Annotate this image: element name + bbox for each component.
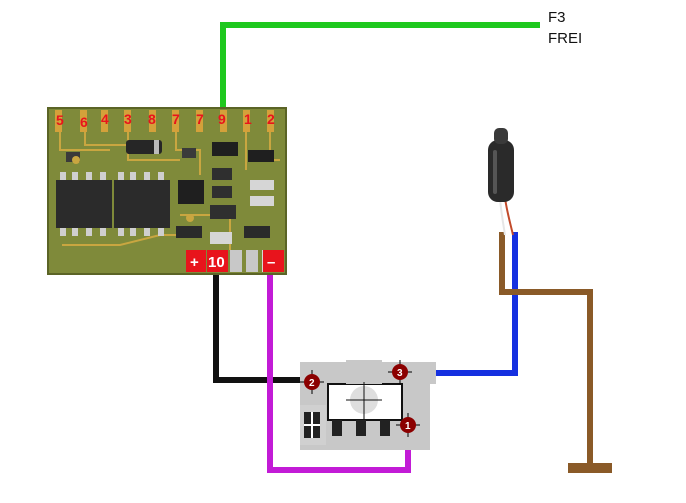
blue-wire xyxy=(412,232,518,376)
regulator-pin-2-label: 2 xyxy=(309,378,315,389)
pin-label-1: 1 xyxy=(244,111,252,127)
ten-label: 10 xyxy=(208,254,225,271)
capacitor-body xyxy=(488,140,514,202)
ic-chip-1-legs xyxy=(60,172,106,236)
pin-label-7b: 7 xyxy=(196,111,204,127)
annotation-frei: FREI xyxy=(548,30,582,47)
minus-label-bg xyxy=(263,250,284,272)
green-wire xyxy=(220,22,540,122)
regulator-legs xyxy=(332,420,390,436)
ic-chip-2 xyxy=(114,180,170,228)
diode-band xyxy=(154,140,159,154)
capacitor-highlight xyxy=(493,150,497,194)
pin-label-2: 2 xyxy=(267,111,275,127)
pin-label-7a: 7 xyxy=(172,111,180,127)
decoder-board: 5 6 4 3 8 7 7 9 1 2 + 10 – xyxy=(47,107,287,275)
ic-chip-2-legs xyxy=(118,172,164,236)
pin-label-5: 5 xyxy=(56,112,64,128)
regulator-pin-1: 1 xyxy=(396,413,420,437)
decoder-pcb-edge xyxy=(47,107,287,275)
top-pads xyxy=(55,110,274,132)
plus-label-bg xyxy=(186,250,206,272)
pin-label-9: 9 xyxy=(218,111,226,127)
ground-symbol xyxy=(568,463,612,473)
diode xyxy=(126,140,162,154)
pin-label-3: 3 xyxy=(124,111,132,127)
regulator-tab xyxy=(346,360,382,384)
capacitor-lead-white xyxy=(499,197,506,236)
voltage-regulator: 2 3 1 xyxy=(300,360,436,450)
regulator-pin-2: 2 xyxy=(300,370,324,394)
black-wire xyxy=(213,274,305,383)
annotation-f3: F3 xyxy=(548,9,566,26)
smd-components xyxy=(66,142,274,244)
capacitor-sleeve xyxy=(494,128,508,144)
capacitor-component xyxy=(488,128,514,236)
ic-chip-1 xyxy=(56,180,112,228)
pin-label-6: 6 xyxy=(80,114,88,130)
brown-wire xyxy=(499,232,593,465)
pin-label-8: 8 xyxy=(148,111,156,127)
pin-label-4: 4 xyxy=(101,111,109,127)
ten-label-bg xyxy=(207,250,228,272)
minus-label: – xyxy=(267,254,275,271)
plus-label: + xyxy=(190,254,199,271)
regulator-pin-1-label: 1 xyxy=(405,421,411,432)
regulator-pin-3: 3 xyxy=(388,360,412,384)
capacitor-lead-red xyxy=(504,197,514,236)
regulator-pin-3-label: 3 xyxy=(397,368,403,379)
